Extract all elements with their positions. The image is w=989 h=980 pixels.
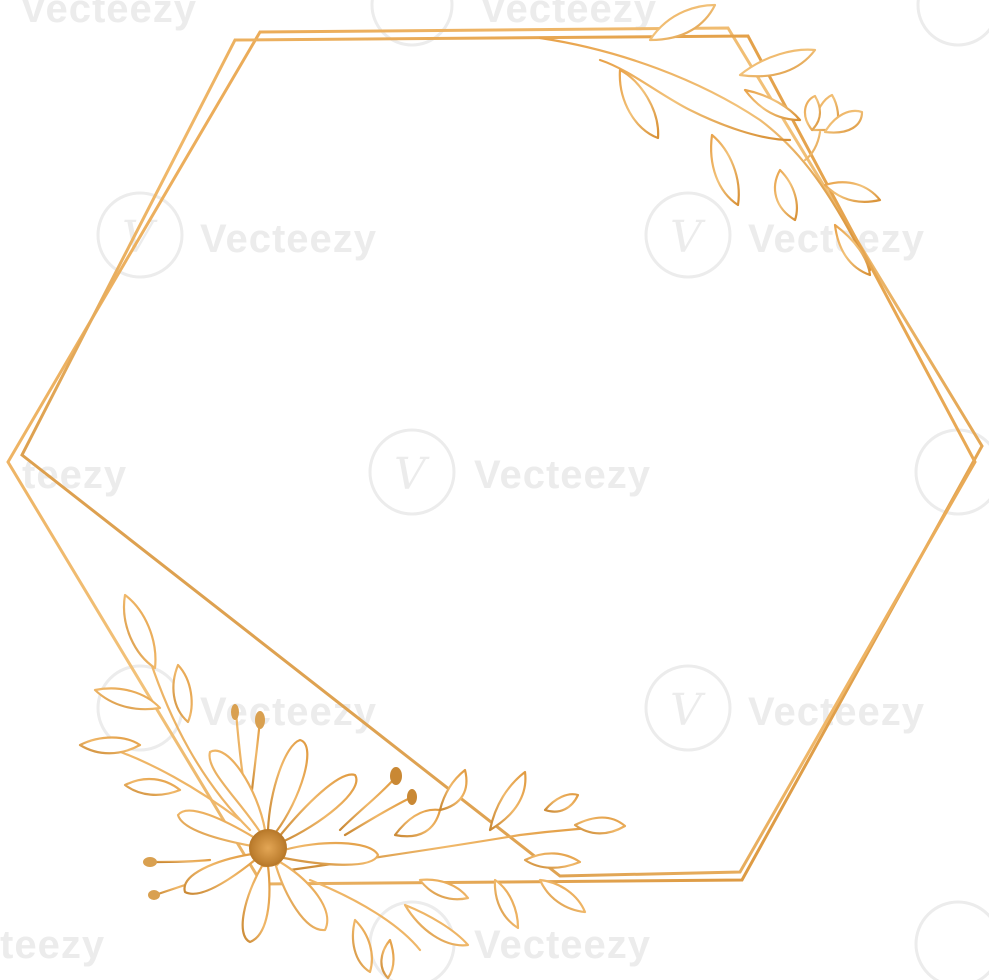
watermark-badge-icon <box>368 428 456 516</box>
watermark-row2-right: V Vecteezy <box>644 191 925 279</box>
watermark-text: Vecteezy <box>474 453 651 497</box>
leaf-icon <box>710 133 740 207</box>
watermark-badge-icon <box>644 664 732 752</box>
leaf-icon <box>172 663 193 724</box>
leaf-icon <box>648 3 717 42</box>
leaf-icon <box>93 687 162 711</box>
watermark-badge-icon <box>916 0 989 47</box>
watermark-row5-left: teezy <box>0 923 105 967</box>
leaf-icon <box>538 878 587 914</box>
leaf-icon <box>123 777 182 796</box>
branch-stem <box>598 58 792 142</box>
watermark-badge-glyph: V <box>394 449 430 500</box>
watermark-top-left: Vecteezy <box>20 0 197 31</box>
hexagon-outer-line <box>6 26 984 886</box>
watermark-text: Vecteezy <box>200 690 377 734</box>
leaf-icon <box>543 793 580 813</box>
daisy-flower-icon <box>176 738 380 944</box>
leaf-icon <box>523 852 582 869</box>
watermark-badge-glyph: V <box>670 212 706 263</box>
bouquet-stem <box>148 658 252 832</box>
hexagon-inner-line <box>20 34 977 878</box>
watermark-text: Vecteezy <box>20 0 197 31</box>
watermark-text: Vecteezy <box>200 217 377 261</box>
leaf-icon <box>493 878 520 930</box>
leaf-icon <box>351 918 373 974</box>
flower-bud-icon <box>803 93 864 162</box>
leaf-icon <box>438 768 468 812</box>
leaf-icon <box>78 736 142 755</box>
leaf-icon <box>773 168 798 222</box>
leaf-icon <box>573 816 627 835</box>
watermark-row3-left: teezy <box>22 453 127 497</box>
flower-center <box>249 829 287 867</box>
bouquet-stem <box>308 878 422 952</box>
watermark-badge-glyph: V <box>670 685 706 736</box>
watermark-top-right <box>916 0 989 47</box>
leaf-icon <box>403 903 470 947</box>
leaf-icon <box>380 938 395 980</box>
watermark-text: Vecteezy <box>474 923 651 967</box>
leaf-icon <box>743 88 802 122</box>
watermark-top-center: Vecteezy <box>370 0 657 47</box>
watermark-partial-text: teezy <box>0 923 105 967</box>
watermark-row4-left: Vecteezy <box>96 664 377 752</box>
bottom-left-bouquet <box>78 593 627 980</box>
watermark-badge-icon <box>914 900 989 980</box>
watermark-badge-icon <box>96 191 184 279</box>
leaf-icon <box>393 808 442 838</box>
leaf-icon <box>618 68 660 140</box>
top-right-branch <box>538 3 882 277</box>
leaf-icon <box>823 181 882 203</box>
watermark-partial-text: teezy <box>22 453 127 497</box>
watermark-badge-icon <box>644 191 732 279</box>
leaf-icon <box>738 48 817 78</box>
leaf-icon <box>122 593 157 670</box>
watermark-text: Vecteezy <box>748 217 925 261</box>
seed-stems <box>143 704 417 900</box>
watermark-row2-left: V Vecteezy <box>96 191 377 279</box>
hexagon-frame <box>6 26 984 886</box>
branch-stem <box>538 36 872 272</box>
watermark-text: Vecteezy <box>480 0 657 31</box>
watermark-row4-right: V Vecteezy <box>644 664 924 752</box>
watermark-row5-right <box>914 900 989 980</box>
leaf-icon <box>418 878 470 901</box>
watermark-badge-icon <box>370 0 454 47</box>
leaf-icon <box>488 770 527 832</box>
watermark-row3-center: V Vecteezy <box>368 428 651 516</box>
leaf-icon <box>833 223 872 277</box>
